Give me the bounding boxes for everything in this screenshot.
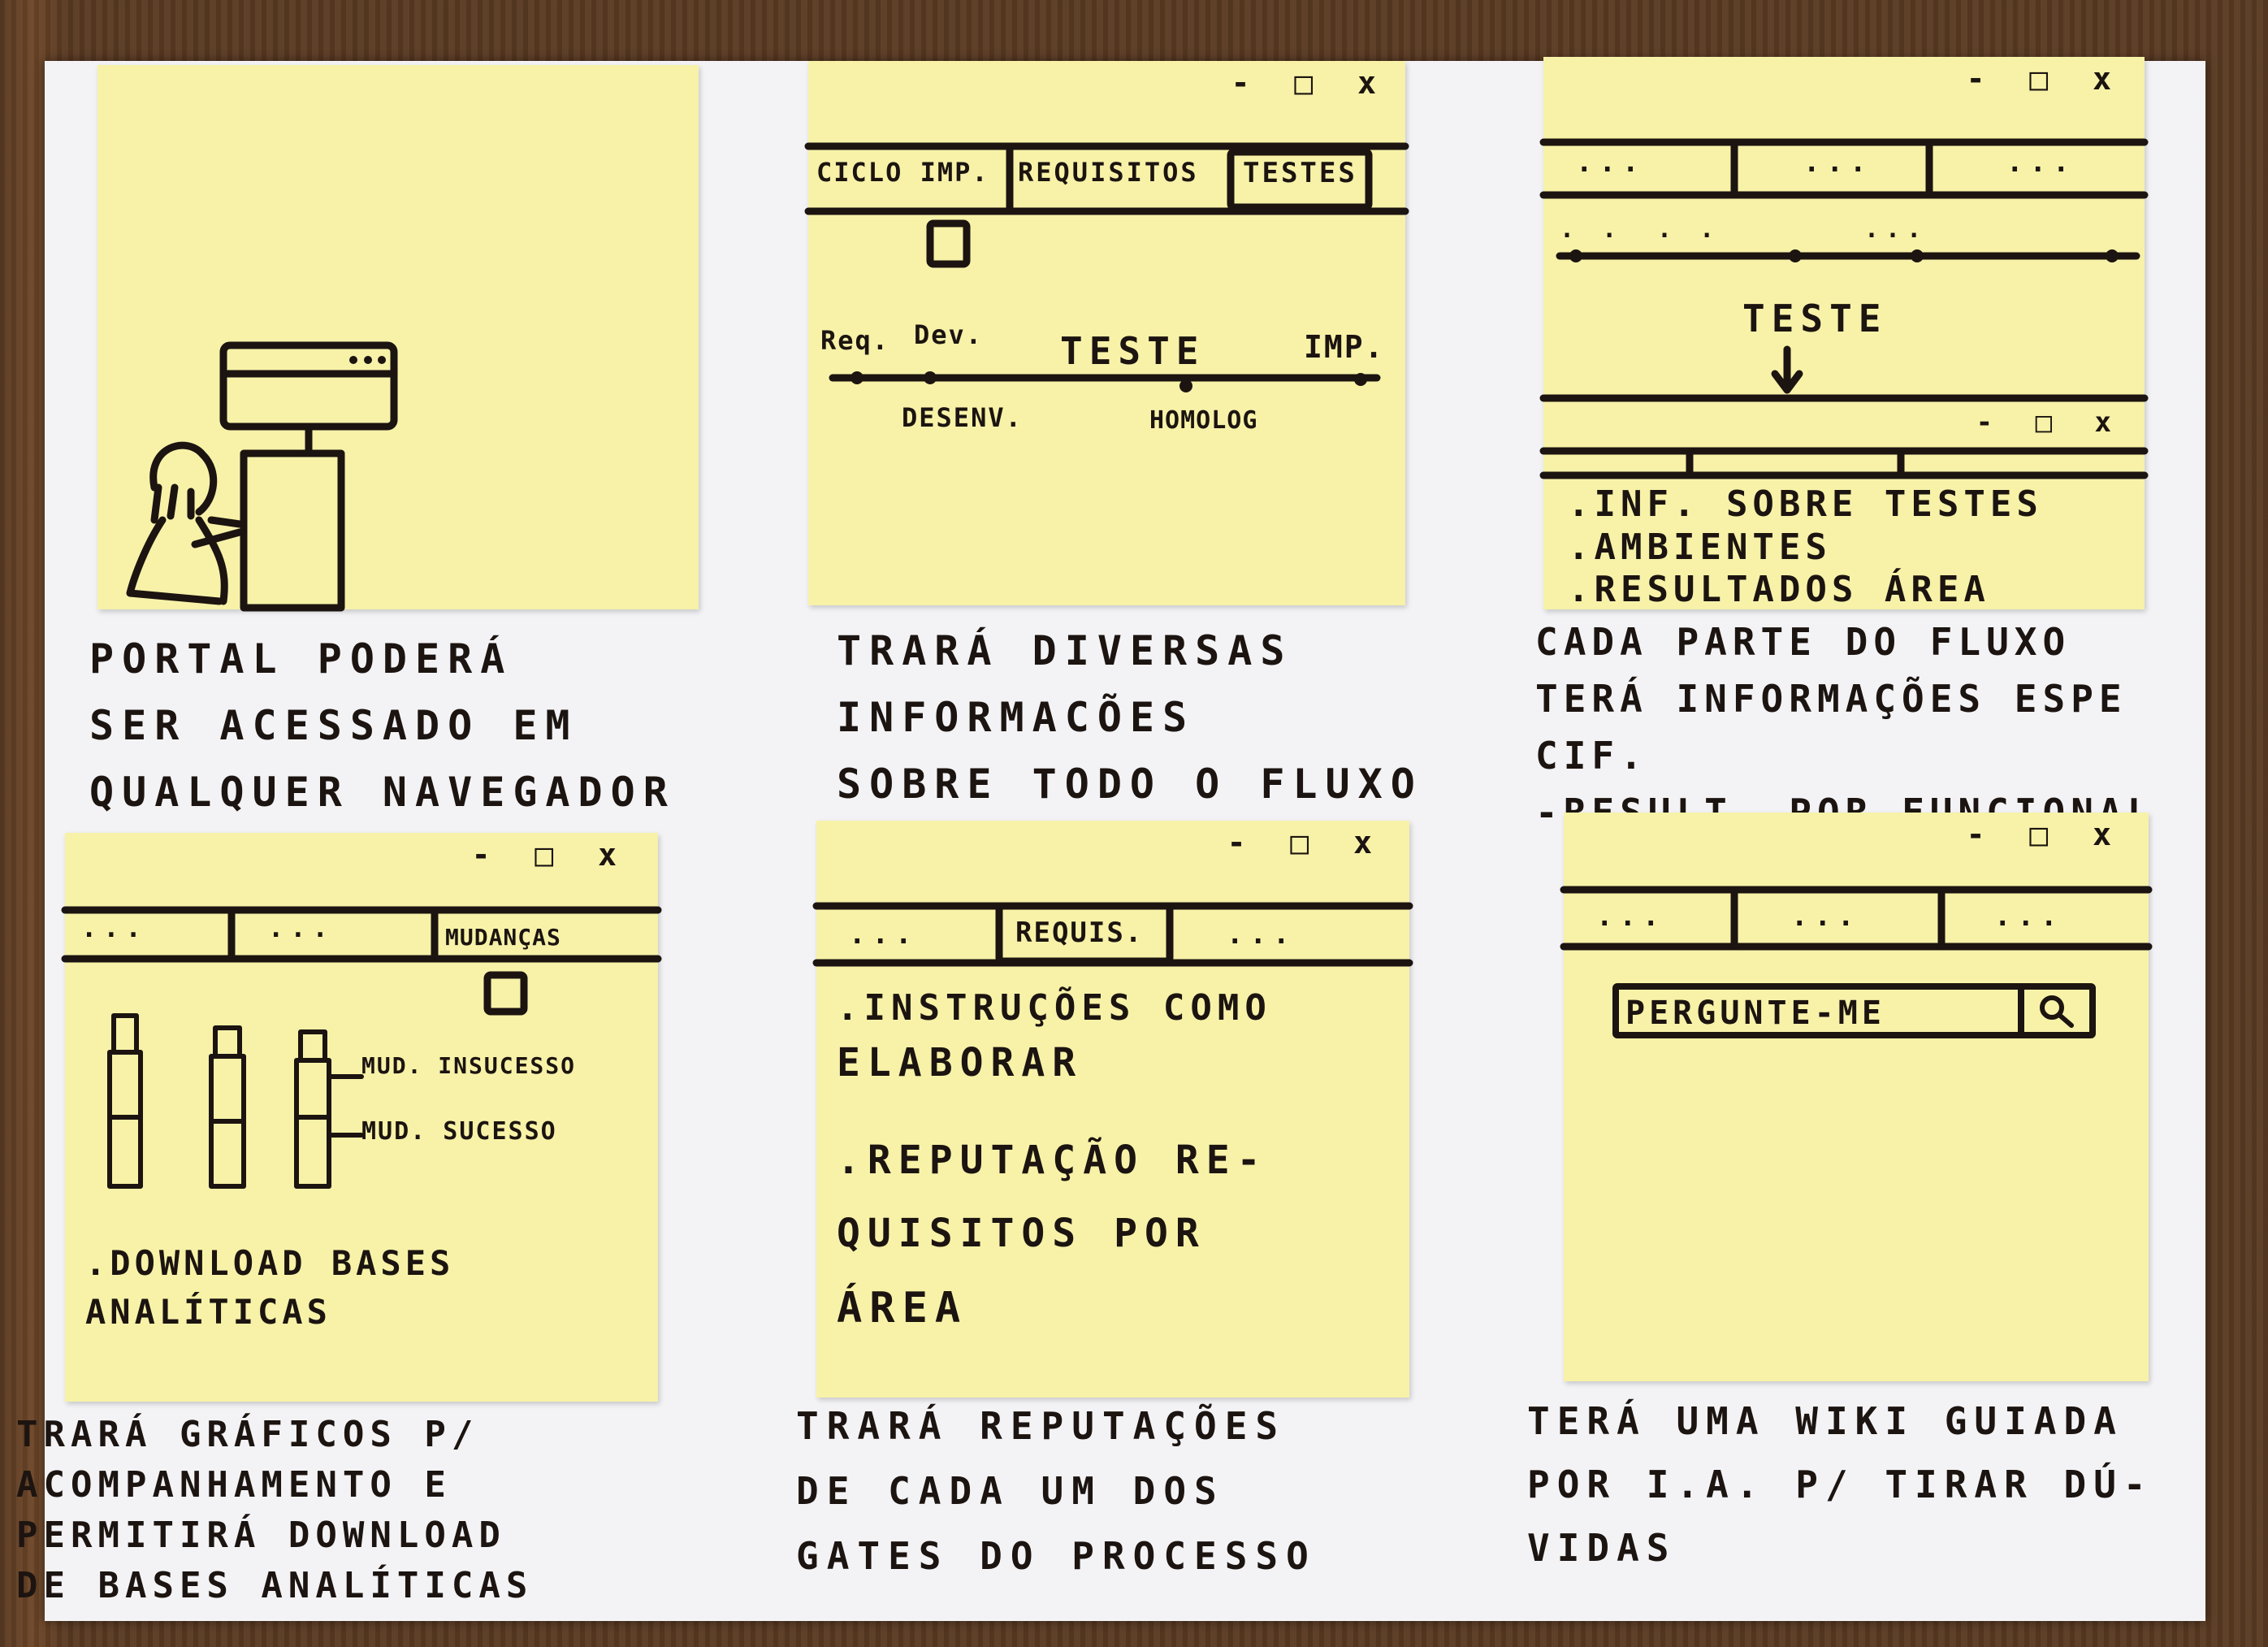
- panel-1-caption: PORTAL PODERÁ SER ACESSADO EM QUALQUER N…: [89, 626, 676, 826]
- bullet-area: ÁREA: [837, 1284, 968, 1333]
- timeline-imp: IMP.: [1304, 329, 1385, 365]
- caption-line: DE BASES ANALÍTICAS: [16, 1565, 534, 1606]
- timeline-teste: TESTE: [1060, 329, 1205, 373]
- bullet-analiticas[interactable]: ANALÍTICAS: [85, 1292, 331, 1332]
- panel-5-caption: TRARÁ REPUTAÇÕES DE CADA UM DOS GATES DO…: [796, 1393, 1317, 1588]
- tab-ciclo-imp[interactable]: CICLO IMP.: [816, 157, 989, 188]
- legend-insucesso: MUD. INSUCESSO: [361, 1052, 577, 1079]
- tab-2[interactable]: ...: [1791, 900, 1861, 933]
- panel-6-sticky-note: - □ x ... ... ... PERGUNTE-ME: [1560, 813, 2153, 1381]
- window-controls[interactable]: - □ x: [1227, 825, 1385, 860]
- timeline-dots-1: . .: [1560, 215, 1624, 244]
- tab-mudancas[interactable]: MUDANÇAS: [445, 924, 561, 951]
- window-controls[interactable]: - □ x: [1966, 817, 2124, 852]
- caption-line: SOBRE TODO O FLUXO: [837, 761, 1423, 808]
- bullet-instrucoes: .INSTRUÇÕES COMO: [837, 987, 1272, 1029]
- panel-5-sticky-note: - □ x ... REQUIS. ... .INSTRUÇÕES COMO E…: [812, 821, 1413, 1398]
- caption-line: GATES DO PROCESSO: [796, 1534, 1317, 1578]
- timeline-req: Req.: [820, 325, 890, 356]
- cursor-hand-icon: [926, 219, 971, 268]
- tab-1[interactable]: ...: [81, 912, 148, 943]
- panel-4-caption: TRARÁ GRÁFICOS P/ ACOMPANHAMENTO E PERMI…: [16, 1410, 533, 1611]
- panel-3-sticky-note: - □ x ... ... ... . . . . ... TESTE - □ …: [1539, 57, 2149, 610]
- tab-1[interactable]: ...: [1596, 900, 1666, 933]
- caption-line: TRARÁ GRÁFICOS P/: [16, 1414, 479, 1455]
- panel-2-sketch: [804, 142, 1409, 392]
- caption-line: ACOMPANHAMENTO E: [16, 1464, 452, 1506]
- tab-2[interactable]: ...: [1803, 146, 1873, 179]
- caption-line: VIDAS: [1527, 1526, 1677, 1570]
- storyboard-sheet: PORTAL PODERÁ SER ACESSADO EM QUALQUER N…: [16, 57, 2205, 1621]
- bullet-inf-testes: .INF. SOBRE TESTES: [1568, 483, 2043, 525]
- bullet-reputacao: .REPUTAÇÃO RE-: [837, 1138, 1268, 1183]
- tab-requis[interactable]: REQUIS.: [1015, 917, 1144, 949]
- caption-line: CIF.: [1535, 734, 1648, 778]
- caption-line: TRARÁ DIVERSAS: [837, 627, 1293, 674]
- person-at-computer-drawing: [126, 341, 398, 612]
- search-input[interactable]: PERGUNTE-ME: [1625, 995, 1885, 1032]
- panel-2-sticky-note: - □ x CICLO IMP. REQUISITOS TESTES Req. …: [804, 61, 1409, 605]
- timeline-desenv: DESENV.: [902, 402, 1023, 433]
- window-controls[interactable]: - □ x: [1231, 65, 1389, 101]
- panel-3-caption: CADA PARTE DO FLUXO TERÁ INFORMAÇÕES ESP…: [1535, 613, 2155, 841]
- bullet-download-bases[interactable]: .DOWNLOAD BASES: [85, 1243, 455, 1283]
- tab-3[interactable]: ...: [1994, 900, 2064, 933]
- search-button[interactable]: [2018, 990, 2089, 1032]
- tab-testes[interactable]: TESTES: [1243, 157, 1357, 189]
- tab-1[interactable]: ...: [849, 918, 919, 951]
- tab-3[interactable]: ...: [2006, 146, 2076, 179]
- caption-line: TERÁ UMA WIKI GUIADA: [1527, 1399, 2123, 1443]
- caption-line: TERÁ INFORMAÇÕES ESPE: [1535, 677, 2127, 721]
- search-icon: [2040, 995, 2074, 1028]
- search-box[interactable]: PERGUNTE-ME: [1612, 983, 2096, 1038]
- caption-line: TRARÁ REPUTAÇÕES: [796, 1404, 1287, 1448]
- panel-2-caption: TRARÁ DIVERSAS INFORMACÕES SOBRE TODO O …: [837, 618, 1423, 817]
- panel-3-sketch: [1539, 138, 2149, 479]
- inner-window-controls[interactable]: - □ x: [1976, 406, 2124, 439]
- tab-2[interactable]: ...: [268, 912, 335, 943]
- bullet-quisitos: QUISITOS POR: [837, 1211, 1206, 1256]
- legend-sucesso: MUD. SUCESSO: [361, 1117, 557, 1146]
- caption-line: CADA PARTE DO FLUXO: [1535, 620, 2071, 664]
- timeline-dots-3: ...: [1864, 215, 1928, 244]
- panel-6-caption: TERÁ UMA WIKI GUIADA POR I.A. P/ TIRAR D…: [1527, 1389, 2153, 1580]
- caption-line: SER ACESSADO EM: [89, 702, 578, 749]
- tab-3[interactable]: ...: [1227, 918, 1296, 951]
- bullet-resultados: .RESULTADOS ÁREA: [1568, 569, 1990, 610]
- caption-line: PORTAL PODERÁ: [89, 635, 513, 683]
- cursor-hand-icon: [483, 971, 528, 1016]
- tab-requisitos[interactable]: REQUISITOS: [1018, 157, 1199, 188]
- panel-6-sketch: [1560, 886, 2153, 951]
- timeline-dev: Dev.: [914, 319, 984, 350]
- caption-line: PERMITIRÁ DOWNLOAD: [16, 1515, 506, 1556]
- bar-chart-sketch: [107, 1013, 364, 1189]
- panel-4-sketch: [61, 906, 662, 1189]
- tab-1[interactable]: ...: [1576, 146, 1646, 179]
- caption-line: QUALQUER NAVEGADOR: [89, 769, 676, 816]
- window-controls[interactable]: - □ x: [1966, 61, 2124, 97]
- stage-label: TESTE: [1742, 297, 1888, 340]
- bullet-elaborar: ELABORAR: [837, 1040, 1084, 1086]
- window-controls[interactable]: - □ x: [471, 837, 630, 873]
- caption-line: DE CADA UM DOS: [796, 1469, 1225, 1513]
- caption-line: POR I.A. P/ TIRAR DÚ-: [1527, 1463, 2153, 1506]
- caption-line: INFORMACÕES: [837, 694, 1196, 741]
- bullet-ambientes: .AMBIENTES: [1568, 527, 1832, 568]
- panel-4-sticky-note: - □ x ... ... MUDANÇAS MUD. INSUCESSO MU…: [61, 833, 662, 1402]
- panel-1-sticky-note: [97, 65, 699, 612]
- panel-5-sketch: [812, 902, 1413, 967]
- timeline-dots-2: . .: [1657, 215, 1721, 244]
- timeline-homolog: HOMOLOG: [1149, 406, 1258, 435]
